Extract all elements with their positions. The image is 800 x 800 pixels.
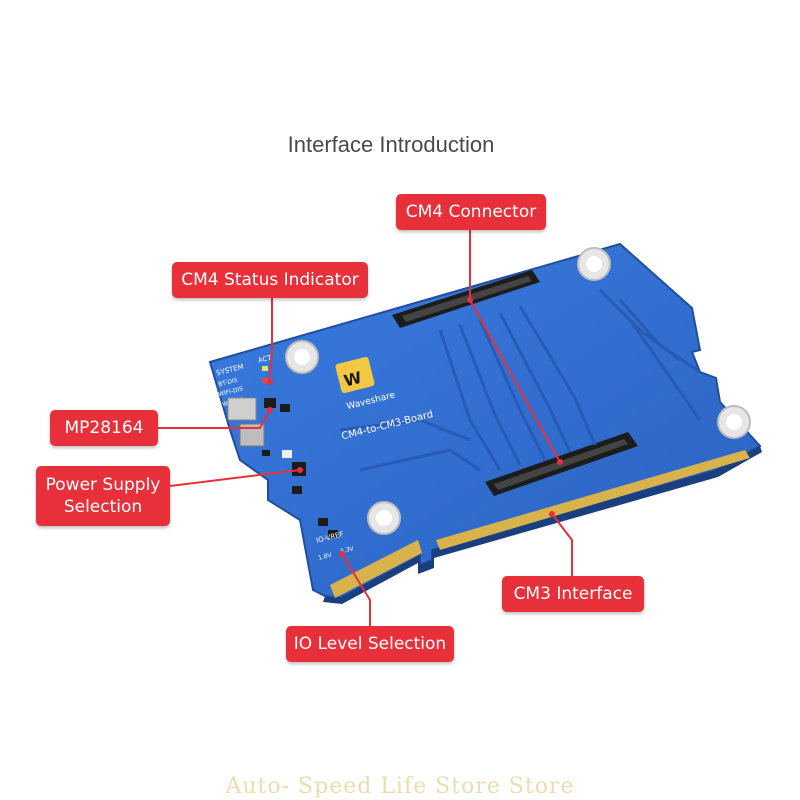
svg-text:ACT: ACT xyxy=(257,354,273,365)
svg-text:3.3V: 3.3V xyxy=(339,545,355,555)
label-cm3-interface: CM3 Interface xyxy=(502,576,644,612)
label-power-supply-selection: Power Supply Selection xyxy=(36,466,170,526)
leader-power-supply xyxy=(169,469,301,487)
page-title: Interface Introduction xyxy=(287,132,495,157)
power-supply-line1: Power Supply xyxy=(45,475,161,495)
pcb-board: W Waveshare CM4-to-CM3-Board SYSTEM ACT … xyxy=(208,242,762,604)
label-cm4-status-indicator: CM4 Status Indicator xyxy=(172,262,368,298)
leader-mp28164 xyxy=(158,409,271,429)
label-mp28164: MP28164 xyxy=(50,410,158,446)
svg-text:1.8V: 1.8V xyxy=(318,552,334,562)
label-cm4-connector: CM4 Connector xyxy=(396,194,546,230)
leader-cm4-status xyxy=(269,298,273,383)
power-supply-line2: Selection xyxy=(63,497,143,517)
watermark-text: Auto- Speed Life Store Store xyxy=(225,774,575,799)
leader-cm3-interface xyxy=(551,513,573,578)
svg-text:BT-DIS: BT-DIS xyxy=(218,377,239,389)
leader-io-level xyxy=(341,553,371,626)
label-io-level-selection: IO Level Selection xyxy=(286,626,454,662)
svg-text:W: W xyxy=(342,368,364,391)
